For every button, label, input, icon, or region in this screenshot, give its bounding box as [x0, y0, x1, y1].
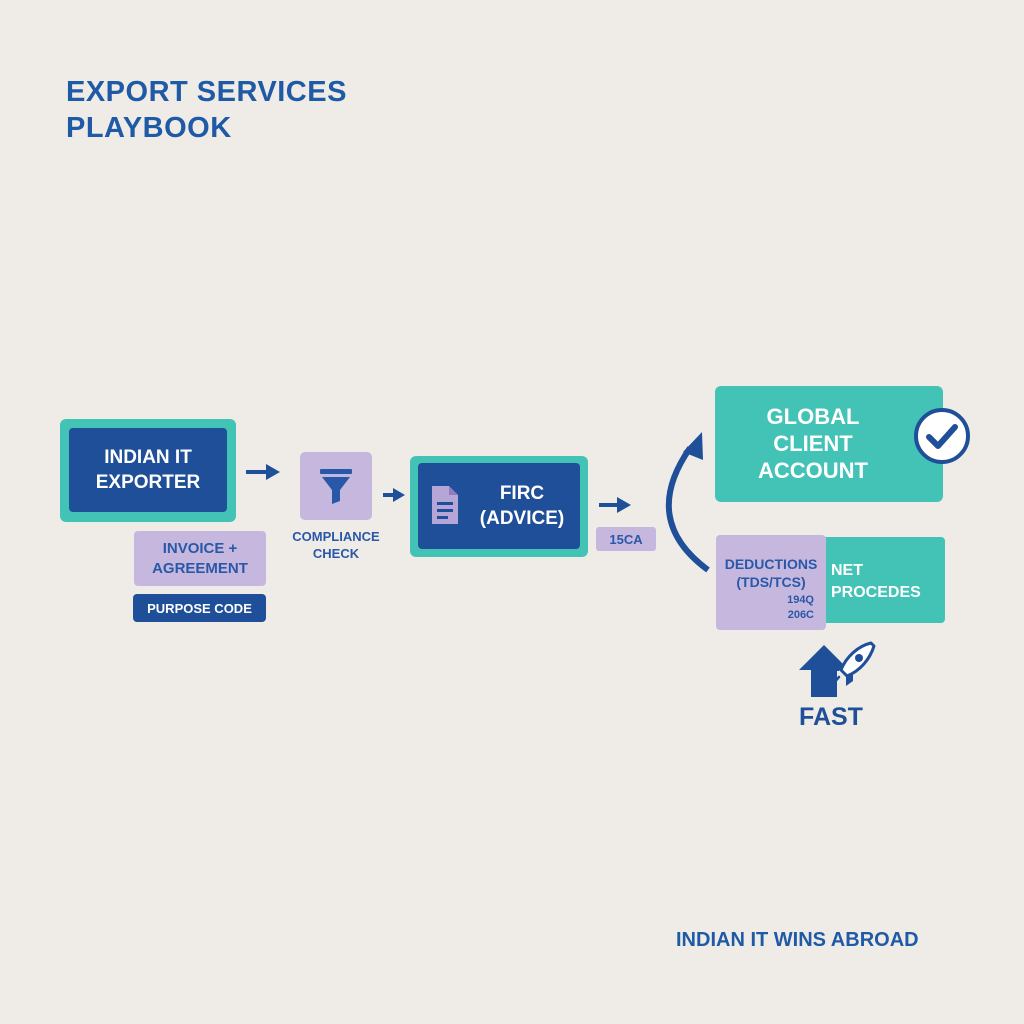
net-line-2: PROCEDES [831, 584, 921, 601]
global-client-box: GLOBAL CLIENT ACCOUNT [715, 386, 970, 502]
compliance-line-1: COMPLIANCE [292, 529, 380, 544]
net-line-1: NET [831, 562, 863, 579]
title-line-1: EXPORT SERVICES [66, 76, 347, 108]
deductions-line-1: DEDUCTIONS [724, 556, 818, 572]
firc-line-2: (ADVICE) [479, 508, 565, 529]
firc-box: FIRC (ADVICE) [418, 463, 580, 549]
purpose-code-chip: PURPOSE CODE [133, 594, 266, 622]
arrow-firc-to-15ca [599, 497, 631, 513]
arrow-exporter-to-compliance [246, 464, 280, 480]
global-client-label: GLOBAL CLIENT ACCOUNT [735, 403, 891, 484]
deductions-section-194q: 194Q [787, 594, 814, 606]
arrow-compliance-to-firc [383, 488, 405, 502]
compliance-box [300, 452, 372, 520]
exporter-line-2: EXPORTER [95, 472, 201, 493]
rocket-icon [828, 641, 876, 687]
invoice-line-2: AGREEMENT [152, 559, 248, 577]
deductions-box: DEDUCTIONS (TDS/TCS) 194Q 206C [716, 535, 826, 630]
fast-label: FAST [799, 703, 863, 731]
invoice-agreement-chip: INVOICE + AGREEMENT [134, 531, 266, 586]
page-title: EXPORT SERVICES PLAYBOOK [66, 74, 347, 146]
deductions-line-2: (TDS/TCS) [736, 574, 806, 590]
global-line-2: CLIENT [773, 431, 853, 456]
firc-label: FIRC (ADVICE) [470, 481, 574, 531]
firc-line-1: FIRC [499, 483, 545, 504]
exporter-box: INDIAN IT EXPORTER [69, 428, 227, 512]
fast-icon-group [799, 641, 876, 697]
invoice-line-1: INVOICE + [162, 539, 238, 557]
check-circle-icon [914, 408, 970, 464]
title-line-2: PLAYBOOK [66, 112, 232, 144]
deductions-section-206c: 206C [787, 609, 814, 621]
compliance-label: COMPLIANCE CHECK [270, 528, 402, 562]
curved-arrow-to-global-client [665, 432, 710, 573]
global-line-1: GLOBAL [766, 404, 860, 429]
footer-tagline: INDIAN IT WINS ABROAD [676, 929, 919, 951]
compliance-line-2: CHECK [312, 546, 360, 561]
up-arrow-icon [799, 645, 849, 697]
form-15ca-chip: 15CA [596, 527, 656, 551]
exporter-line-1: INDIAN IT [104, 447, 192, 468]
document-icon [432, 486, 458, 524]
global-line-3: ACCOUNT [758, 458, 868, 483]
net-proceeds-label: NET PROCEDES [831, 560, 939, 604]
funnel-icon [320, 469, 352, 504]
